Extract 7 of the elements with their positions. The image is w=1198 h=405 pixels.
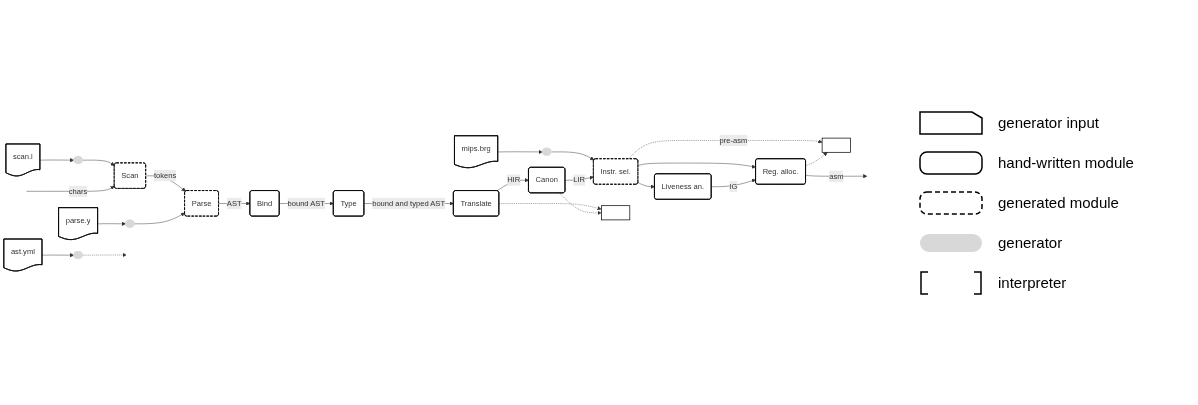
legend-label: interpreter xyxy=(998,274,1067,291)
node-box xyxy=(601,204,631,220)
node-box xyxy=(821,137,851,153)
legend-label: generator input xyxy=(998,114,1099,131)
legend-label: hand-written module xyxy=(998,154,1134,171)
legend-label: generator xyxy=(998,234,1063,251)
legend-label: generated module xyxy=(998,194,1119,211)
